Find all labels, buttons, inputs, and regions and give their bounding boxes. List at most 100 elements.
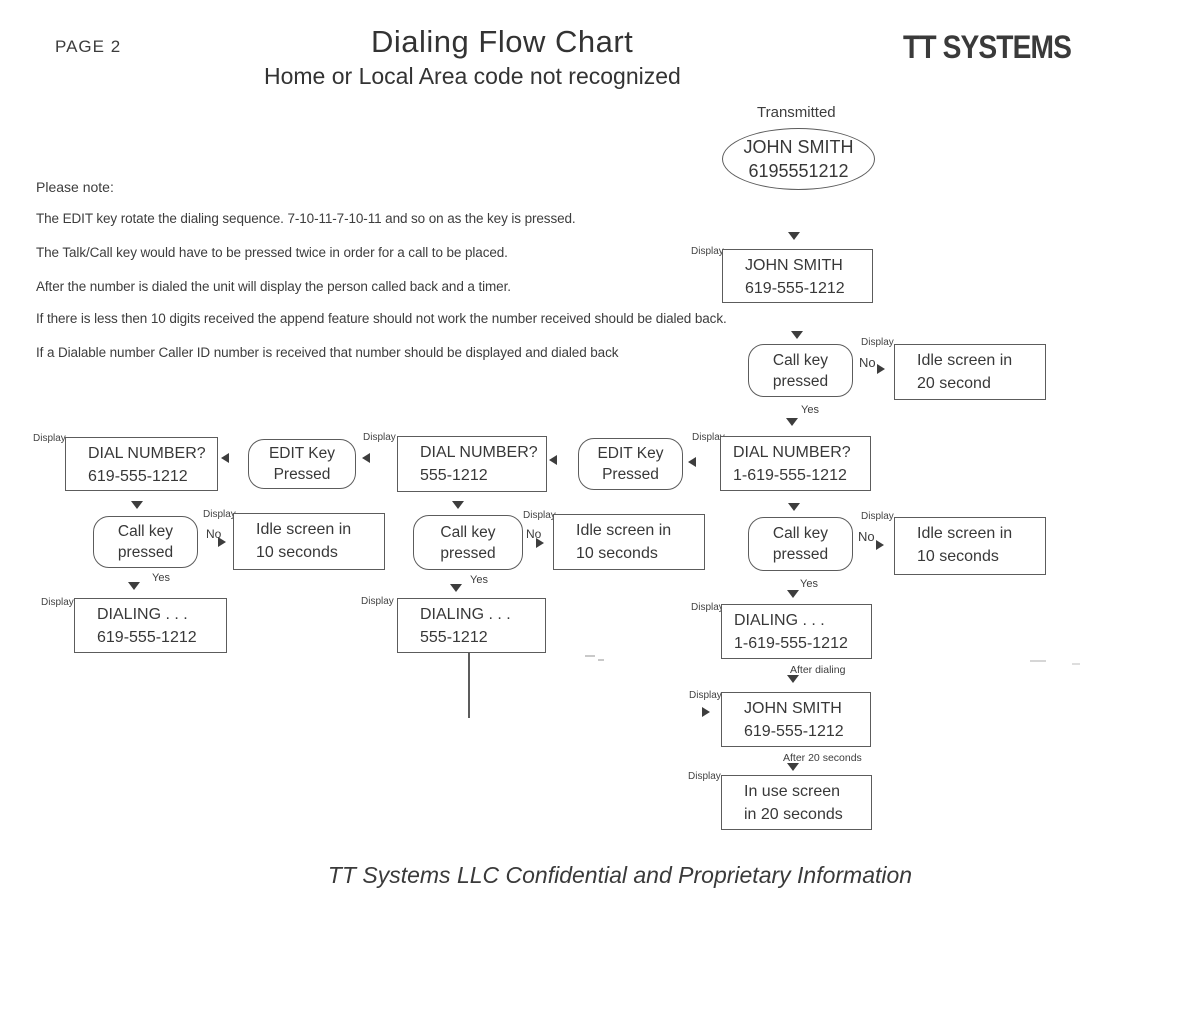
brand-logo: TT SYSTEMS	[903, 29, 1072, 65]
display-tag: Display	[523, 510, 556, 521]
decision-call-key-left: Call key pressed	[93, 516, 198, 568]
box-line: In use screen	[744, 783, 841, 800]
box-line: Call key	[772, 525, 829, 542]
display-tag: Display	[363, 432, 396, 443]
note-line: The Talk/Call key would have to be press…	[36, 245, 508, 260]
arrow-down-icon	[787, 675, 799, 683]
yes-label: Yes	[800, 578, 818, 590]
decision-edit-key-left: EDIT Key Pressed	[248, 439, 356, 489]
box-line: 1-619-555-1212	[733, 467, 847, 484]
display-box-dialing-11-digit: DIALING . . . 1-619-555-1212	[721, 604, 872, 659]
arrow-right-icon	[702, 707, 710, 717]
decision-call-key-top: Call key pressed	[748, 344, 853, 397]
arrow-down-icon	[452, 501, 464, 509]
display-tag: Display	[692, 432, 725, 443]
box-line: DIALING . . .	[734, 612, 825, 629]
box-line: 619-555-1212	[97, 629, 197, 646]
box-line: 619-555-1212	[88, 468, 188, 485]
box-line: Pressed	[273, 466, 331, 483]
scan-artifact	[1072, 663, 1080, 665]
caller-number: 6195551212	[748, 161, 849, 181]
display-box-dialing-7-digit: DIALING . . . 555-1212	[397, 598, 546, 653]
box-line: pressed	[772, 372, 829, 390]
caller-name: JOHN SMITH	[743, 137, 854, 157]
display-tag: Display	[691, 246, 724, 257]
arrow-right-icon	[536, 538, 544, 548]
box-line: Call key	[117, 523, 174, 540]
box-line: DIALING . . .	[97, 606, 188, 623]
decision-call-key-mid: Call key pressed	[413, 515, 523, 570]
display-tag: Display	[689, 690, 722, 701]
display-box-dialing-10-digit: DIALING . . . 619-555-1212	[74, 598, 227, 653]
arrow-left-icon	[362, 453, 370, 463]
display-tag: Display	[688, 771, 721, 782]
display-tag: Display	[203, 509, 236, 520]
box-line: in 20 seconds	[744, 806, 843, 823]
box-line: JOHN SMITH	[744, 700, 842, 717]
display-box-dial-10-digit: DIAL NUMBER? 619-555-1212	[65, 437, 218, 491]
connector-line	[468, 653, 470, 718]
arrow-down-icon	[791, 331, 803, 339]
after-20-seconds-label: After 20 seconds	[783, 752, 862, 764]
arrow-down-icon	[131, 501, 143, 509]
note-heading: Please note:	[36, 179, 114, 195]
box-line: DIAL NUMBER?	[733, 444, 851, 461]
box-line: Idle screen in	[576, 522, 672, 539]
transmitted-caller-ellipse: JOHN SMITH 6195551212	[722, 128, 875, 190]
display-box-call-back: JOHN SMITH 619-555-1212	[721, 692, 871, 747]
box-line: Call key	[772, 351, 829, 369]
note-line: If a Dialable number Caller ID number is…	[36, 345, 619, 360]
display-box-dial-11-digit: DIAL NUMBER? 1-619-555-1212	[720, 436, 871, 491]
display-box-idle-10s-right: Idle screen in 10 seconds	[894, 517, 1046, 575]
arrow-down-icon	[128, 582, 140, 590]
no-label: No	[526, 527, 542, 541]
no-label: No	[206, 527, 222, 541]
arrow-left-icon	[688, 457, 696, 467]
box-line: Call key	[440, 523, 496, 541]
arrow-left-icon	[221, 453, 229, 463]
box-line: 1-619-555-1212	[734, 635, 848, 652]
decision-call-key-right: Call key pressed	[748, 517, 853, 571]
arrow-left-icon	[549, 455, 557, 465]
box-line: EDIT Key	[597, 445, 664, 462]
box-line: 619-555-1212	[745, 280, 845, 297]
scan-artifact	[1030, 660, 1046, 662]
box-line: pressed	[772, 546, 829, 563]
note-line: The EDIT key rotate the dialing sequence…	[36, 211, 576, 226]
display-tag: Display	[33, 433, 66, 444]
display-tag: Display	[691, 602, 724, 613]
arrow-down-icon	[787, 590, 799, 598]
box-line: DIAL NUMBER?	[420, 444, 538, 461]
yes-label: Yes	[801, 404, 819, 416]
arrow-right-icon	[877, 364, 885, 374]
yes-label: Yes	[470, 574, 488, 586]
box-line: DIAL NUMBER?	[88, 445, 206, 462]
arrow-down-icon	[788, 232, 800, 240]
box-line: Pressed	[602, 466, 659, 483]
no-label: No	[858, 529, 875, 544]
box-line: 555-1212	[420, 629, 488, 646]
display-tag: Display	[361, 596, 394, 607]
display-box-idle-10s-mid: Idle screen in 10 seconds	[553, 514, 705, 570]
footer-text: TT Systems LLC Confidential and Propriet…	[327, 862, 913, 888]
after-dialing-label: After dialing	[790, 664, 846, 676]
transmitted-label: Transmitted	[757, 104, 836, 121]
box-line: EDIT Key	[268, 445, 336, 462]
display-tag: Display	[41, 597, 74, 608]
display-tag: Display	[861, 337, 894, 348]
note-line: If there is less then 10 digits received…	[36, 311, 727, 326]
box-line: 10 seconds	[256, 544, 338, 561]
arrow-down-icon	[787, 763, 799, 771]
box-line: 10 seconds	[917, 548, 999, 565]
display-box-idle-10s-left: Idle screen in 10 seconds	[233, 513, 385, 570]
display-box-idle-20s: Idle screen in 20 second	[894, 344, 1046, 400]
scan-artifact	[598, 659, 604, 661]
box-line: JOHN SMITH	[745, 257, 843, 274]
doc-title: Dialing Flow Chart	[371, 24, 634, 59]
box-line: Idle screen in	[917, 525, 1013, 542]
box-line: 20 second	[917, 375, 991, 392]
arrow-down-icon	[786, 418, 798, 426]
box-line: 619-555-1212	[744, 723, 844, 740]
arrow-right-icon	[876, 540, 884, 550]
